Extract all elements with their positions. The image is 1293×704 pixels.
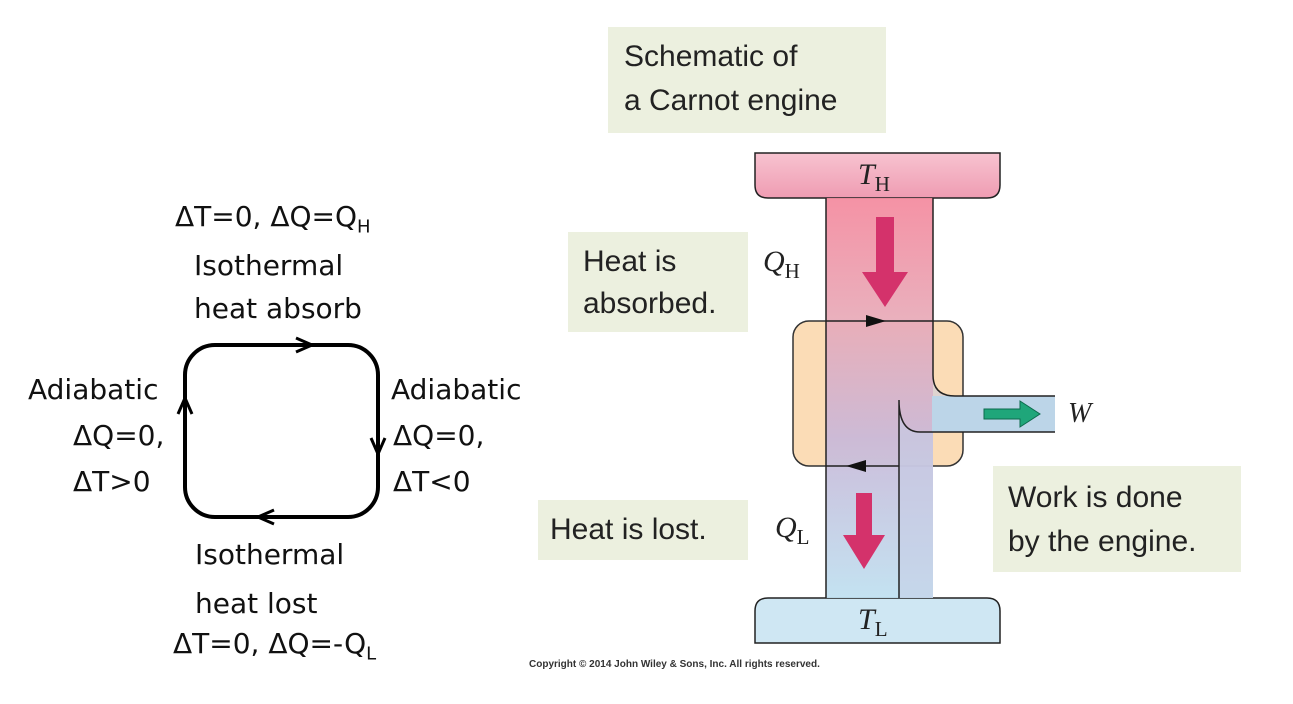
top-stroke-equation: ΔT=0, ΔQ=QH: [175, 200, 371, 238]
qh-label: QH: [763, 245, 800, 283]
left-stroke-heat: ΔQ=0,: [73, 419, 165, 452]
heat-in-arrow: [862, 217, 908, 307]
engine-title-line2: a Carnot engine: [624, 84, 838, 117]
cold-reservoir-label: TL: [858, 603, 888, 641]
heat-absorbed-line1: Heat is: [583, 245, 677, 278]
cycle-arrow-right: [369, 437, 387, 458]
work-label: W: [1068, 398, 1092, 429]
heat-absorbed-box: Heat is absorbed.: [568, 232, 748, 332]
work-done-line2: by the engine.: [1008, 525, 1197, 558]
left-stroke-temp: ΔT>0: [73, 465, 151, 498]
cold-reservoir: [754, 597, 1001, 644]
hot-reservoir: [754, 152, 1001, 199]
bottom-stroke-equation: ΔT=0, ΔQ=-QL: [173, 627, 377, 665]
engine-title-line1: Schematic of: [624, 40, 798, 73]
right-stroke-temp: ΔT<0: [393, 465, 471, 498]
cycle-arrow-bottom: [254, 508, 275, 526]
heat-out-arrow: [843, 493, 885, 569]
right-stroke-heat: ΔQ=0,: [393, 419, 485, 452]
work-done-line1: Work is done: [1008, 481, 1183, 514]
cycle-arrow-left: [176, 394, 194, 415]
heat-absorbed-line2: absorbed.: [583, 287, 717, 320]
work-arrow: [983, 400, 1041, 428]
pipe-outline: [825, 198, 1055, 598]
heat-lost-label: Heat is lost.: [550, 513, 707, 546]
heat-lost-box: Heat is lost.: [538, 500, 748, 560]
cycle-arrow-top: [295, 336, 316, 354]
top-stroke-description: heat absorb: [194, 292, 362, 325]
right-stroke-name: Adiabatic: [391, 373, 522, 406]
hot-reservoir-label: TH: [858, 158, 890, 196]
ql-label: QL: [775, 511, 810, 549]
bottom-stroke-description: heat lost: [195, 587, 318, 620]
engine-title-box: Schematic of a Carnot engine: [608, 27, 886, 133]
engine-flow-top-arrow: [866, 315, 886, 327]
cycle-path: [183, 343, 380, 519]
engine-flow-bottom-arrow: [846, 460, 866, 472]
top-stroke-name: Isothermal: [194, 249, 344, 282]
copyright-notice: Copyright © 2014 John Wiley & Sons, Inc.…: [529, 659, 820, 670]
work-done-box: Work is done by the engine.: [993, 466, 1241, 572]
carnot-cycle-loop: [176, 336, 387, 526]
left-stroke-name: Adiabatic: [28, 373, 159, 406]
bottom-stroke-name: Isothermal: [195, 538, 345, 571]
